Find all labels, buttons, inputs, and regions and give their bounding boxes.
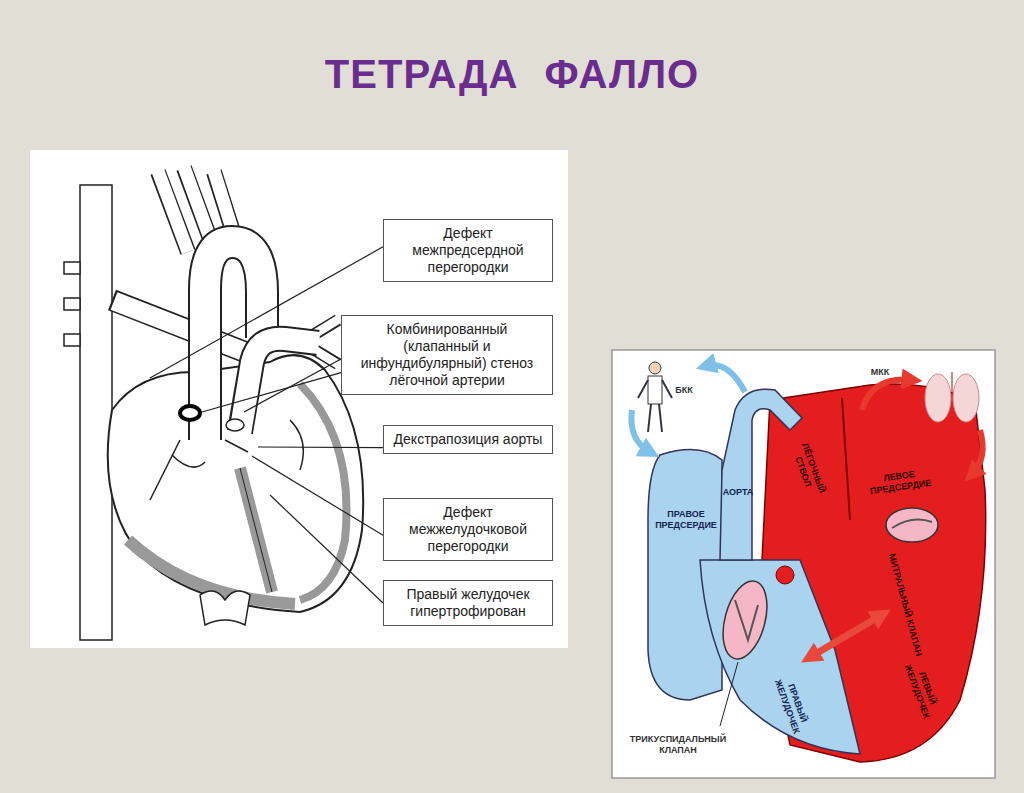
valve-bump (776, 566, 794, 584)
right-panel (612, 350, 995, 778)
lung (953, 374, 979, 422)
person-limbs (638, 380, 672, 432)
tricuspid-valve (715, 576, 774, 664)
callout-box: Дефект межпредсердной перегородки (383, 219, 553, 282)
vein-stub (64, 262, 80, 274)
callout-box: Декстрапозиция аорты (383, 425, 553, 454)
left-panel (30, 150, 568, 648)
color-heart (631, 362, 985, 762)
infundibulum (226, 419, 244, 431)
leader-line (258, 446, 383, 448)
right-ventricle (700, 560, 860, 754)
lung (925, 374, 951, 422)
callout-box: Комбинированный (клапанный и инфундибуля… (341, 315, 553, 395)
callout-text: Декстрапозиция аорты (390, 431, 546, 448)
part-label: ТРИКУСПИДАЛЬНЫЙ КЛАПАН (623, 734, 733, 756)
part-label: БКК (675, 385, 692, 396)
callout-text: Комбинированный (клапанный и инфундибуля… (348, 321, 546, 389)
valve-leaflets (735, 600, 758, 640)
leader-line (252, 456, 383, 535)
part-label: АОРТА (723, 487, 754, 498)
leader-line (244, 359, 341, 412)
systemic-arrow (631, 410, 650, 452)
slide-title: ТЕТРАДА ФАЛЛО (0, 52, 1024, 97)
person-body (648, 376, 662, 404)
inferior-vessel (200, 591, 250, 625)
callout-box: Правый желудочек гипертрофирован (383, 580, 553, 626)
part-label: ПРАВОЕ ПРЕДСЕРДИЕ (653, 509, 719, 531)
pulmonary-arrow (862, 380, 912, 410)
line-heart (64, 167, 363, 640)
systemic-arrow (706, 365, 745, 392)
leader-line (720, 662, 738, 726)
callout-text: Правый желудочек гипертрофирован (390, 586, 546, 620)
atrial-septum (150, 440, 180, 500)
callout-text: Дефект межжелудочковой перегородки (390, 504, 546, 555)
valve-leaflets (892, 520, 932, 528)
shunt-arrow (812, 616, 880, 656)
vena-cava (80, 185, 112, 640)
valve-lines (172, 420, 303, 470)
pulmonary-branch (114, 301, 245, 352)
vein-stub (64, 334, 80, 346)
callout-box: Дефект межжелудочковой перегородки (383, 498, 553, 561)
vein-stub (64, 298, 80, 310)
left-heart (760, 384, 986, 762)
aorta-tube (720, 389, 802, 560)
part-label: МКК (871, 367, 889, 378)
pulmonary-valve-ring (180, 406, 200, 420)
ventricular-septum (240, 468, 272, 592)
person-head (649, 362, 661, 374)
trachea (951, 372, 953, 392)
leader-line (270, 495, 383, 603)
leader-lines (150, 247, 383, 603)
pulmonary-branch (112, 300, 245, 352)
pulmonary-arrow (972, 430, 983, 474)
septum-line (240, 468, 272, 592)
leader-line (202, 373, 341, 412)
atrium-border (842, 398, 850, 520)
ventricle-wall (300, 384, 347, 600)
mitral-valve (886, 508, 938, 542)
callout-text: Дефект межпредсердной перегородки (390, 225, 546, 276)
